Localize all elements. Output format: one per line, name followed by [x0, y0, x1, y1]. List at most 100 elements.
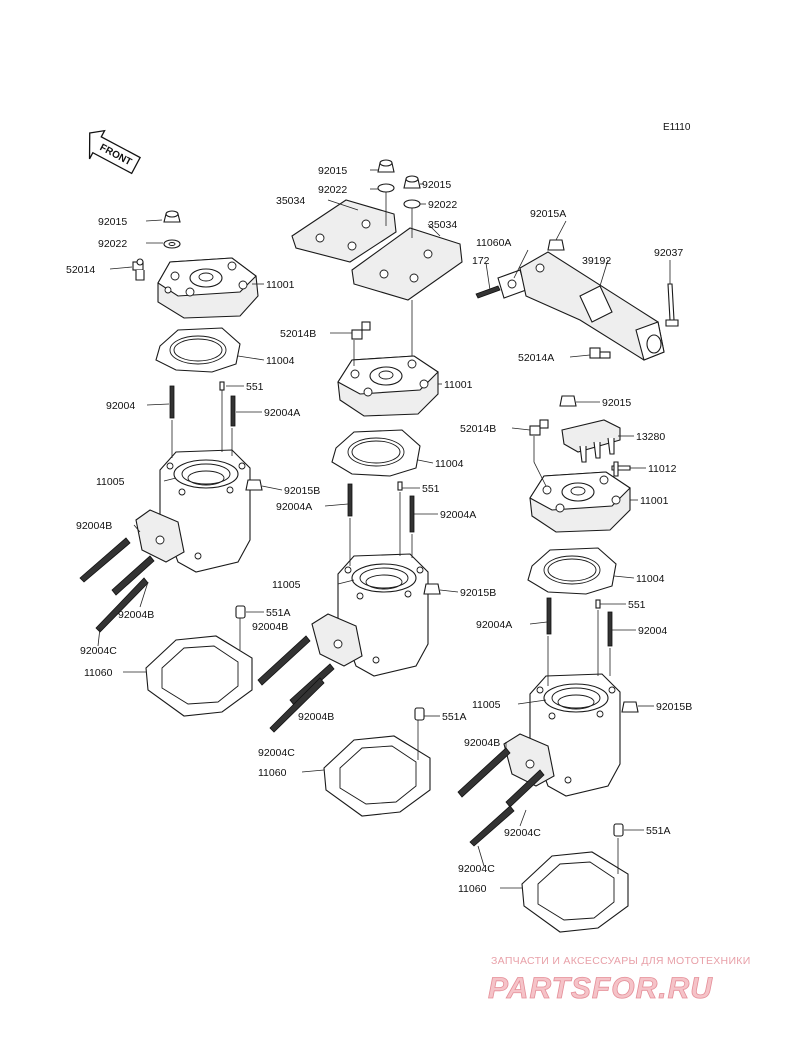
- label-551: 551: [628, 599, 646, 611]
- label-551a: 551A: [442, 711, 467, 723]
- dowel-551a-right: [613, 823, 624, 837]
- plate-13280: [561, 419, 621, 463]
- plate-35034-b: [351, 227, 463, 301]
- cylinder-head-mid: [337, 355, 439, 417]
- washer-top-b: [403, 199, 421, 209]
- base-gasket-right: [521, 851, 629, 933]
- label-11060: 11060: [458, 883, 487, 895]
- label-92022: 92022: [428, 199, 457, 211]
- label-92004c: 92004C: [504, 827, 541, 839]
- label-92015b: 92015B: [460, 587, 496, 599]
- label-92022: 92022: [98, 238, 127, 250]
- stud-92004b-mid-b: [289, 663, 335, 706]
- label-92004: 92004: [106, 400, 135, 412]
- label-92004c: 92004C: [258, 747, 295, 759]
- cap-nut-92015b-mid: [423, 583, 441, 595]
- cap-nut-92015b-right: [621, 701, 639, 713]
- dowel-551a-mid: [414, 707, 425, 721]
- label-92015: 92015: [602, 397, 631, 409]
- label-92015a: 92015A: [530, 208, 566, 220]
- label-39192: 39192: [582, 255, 611, 267]
- label-52014b: 52014B: [460, 423, 496, 435]
- label-52014a: 52014A: [518, 352, 554, 364]
- label-92004b: 92004B: [298, 711, 334, 723]
- label-92004b: 92004B: [76, 520, 112, 532]
- label-92004c: 92004C: [80, 645, 117, 657]
- label-92022: 92022: [318, 184, 347, 196]
- label-92015: 92015: [98, 216, 127, 228]
- label-92004c: 92004C: [458, 863, 495, 875]
- label-35034: 35034: [276, 195, 305, 207]
- stud-92004-right: [607, 611, 613, 647]
- dowel-551-left: [219, 381, 225, 391]
- stud-92004c-right-b: [469, 805, 515, 847]
- label-11004: 11004: [266, 355, 295, 367]
- label-92004: 92004: [638, 625, 667, 637]
- fitting-52014: [132, 258, 145, 281]
- stud-92004c-right-a: [505, 769, 545, 808]
- head-gasket-mid: [331, 429, 421, 477]
- label-92037: 92037: [654, 247, 683, 259]
- washer-top-a: [377, 183, 395, 193]
- label-13280: 13280: [636, 431, 665, 443]
- dowel-551-right: [595, 599, 601, 609]
- label-11004: 11004: [435, 458, 464, 470]
- nut-92015a: [547, 239, 565, 251]
- label-551a: 551A: [266, 607, 291, 619]
- stud-172: [475, 285, 501, 299]
- stud-92004a-mid-b: [409, 495, 415, 533]
- label-551: 551: [246, 381, 264, 393]
- watermark: ЗАПЧАСТИ И АКСЕССУАРЫ ДЛЯ МОТОТЕХНИКИ PA…: [488, 955, 751, 1005]
- bolt-92037: [665, 283, 679, 327]
- label-551: 551: [422, 483, 440, 495]
- stud-92004b-mid-a: [257, 635, 311, 686]
- stud-92004b-left-b: [111, 555, 155, 596]
- label-172: 172: [472, 255, 490, 267]
- cap-nut-top-a: [377, 159, 395, 173]
- label-92015b: 92015B: [656, 701, 692, 713]
- base-gasket-left: [145, 635, 253, 717]
- diagram-code: E1110: [663, 122, 691, 133]
- fitting-52014a: [589, 347, 611, 359]
- plate-35034-a: [291, 199, 397, 263]
- label-11005: 11005: [472, 699, 501, 711]
- head-gasket-left: [155, 327, 241, 373]
- label-11001: 11001: [266, 279, 295, 291]
- label-92004b: 92004B: [118, 609, 154, 621]
- label-11001: 11001: [640, 495, 669, 507]
- label-92004a: 92004A: [476, 619, 512, 631]
- label-11005: 11005: [272, 579, 301, 591]
- fitting-52014b-right: [529, 419, 549, 436]
- front-arrow-icon: FRONT: [88, 129, 141, 175]
- label-11001: 11001: [444, 379, 473, 391]
- label-92004a: 92004A: [440, 509, 476, 521]
- base-gasket-mid: [323, 735, 431, 817]
- label-52014: 52014: [66, 264, 95, 276]
- label-92015: 92015: [318, 165, 347, 177]
- label-92015: 92015: [422, 179, 451, 191]
- head-gasket-right: [527, 547, 617, 595]
- fitting-52014b-mid: [351, 321, 371, 340]
- dowel-551-mid: [397, 481, 403, 491]
- cap-nut-left: [163, 210, 181, 223]
- label-92004a: 92004A: [264, 407, 300, 419]
- watermark-brand: PARTSFOR.RU: [488, 972, 713, 1005]
- bolt-11012: [611, 461, 631, 477]
- label-11060: 11060: [258, 767, 287, 779]
- label-11005: 11005: [96, 476, 125, 488]
- dowel-551a-left: [235, 605, 246, 619]
- stud-92004a-right: [546, 597, 552, 635]
- label-35034: 35034: [428, 219, 457, 231]
- stud-92004c-mid: [269, 677, 325, 733]
- stud-92004a-left: [230, 395, 236, 427]
- label-92015b: 92015B: [284, 485, 320, 497]
- cylinder-left: [135, 449, 251, 573]
- stud-92004b-right: [457, 747, 511, 798]
- part-labels: 92015 92022 52014 11001 11004 92004 551 …: [66, 165, 692, 895]
- cap-nut-92015b-left: [245, 479, 263, 491]
- label-11004: 11004: [636, 573, 665, 585]
- cap-nut-right: [559, 395, 577, 407]
- washer-left: [163, 239, 181, 249]
- leader-lines: [97, 169, 671, 889]
